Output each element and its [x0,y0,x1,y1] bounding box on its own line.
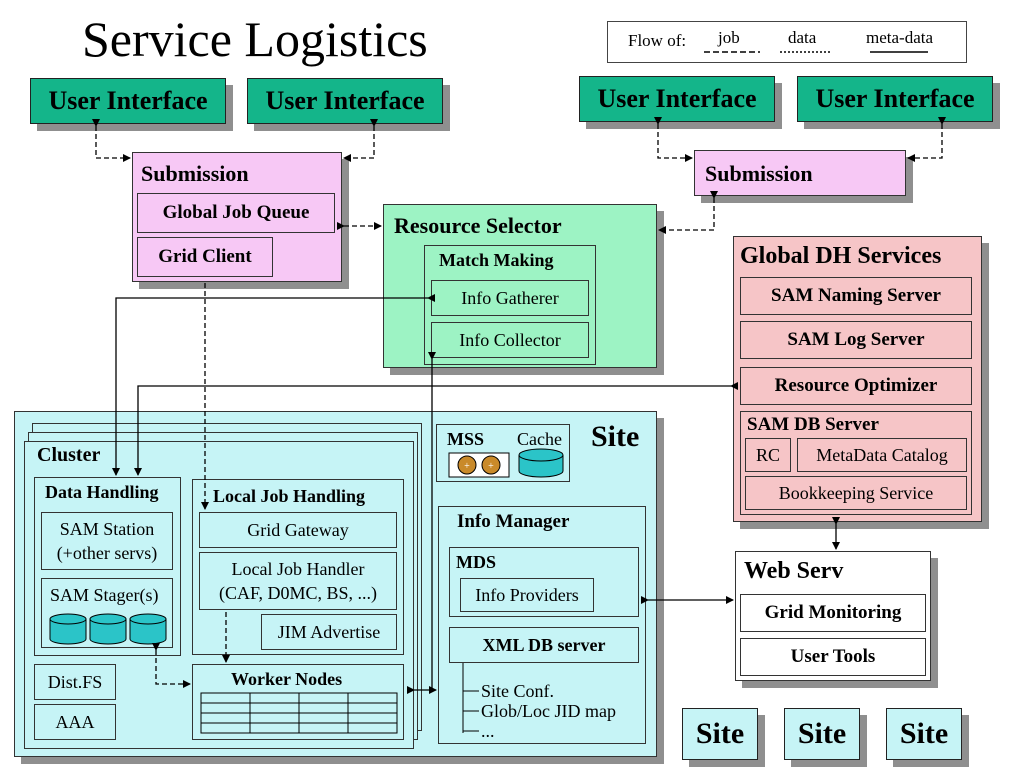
user-interface-2[interactable]: User Interface [247,78,443,124]
web-serv-title: Web Serv [744,558,844,584]
local-job-handler-line1: Local Job Handler [231,559,365,579]
local-job-handling: Local Job Handling Grid Gateway Local Jo… [192,479,404,655]
dist-fs[interactable]: Dist.FS [34,664,116,700]
info-gatherer[interactable]: Info Gatherer [431,280,589,316]
site-box-3[interactable]: Site [886,708,962,760]
legend-job: job [718,28,740,47]
resource-selector-title: Resource Selector [394,213,562,238]
site-box-2[interactable]: Site [784,708,860,760]
global-dh-services: Global DH Services SAM Naming Server SAM… [733,236,982,522]
submission-left: Submission Global Job Queue Grid Client [132,152,342,282]
local-job-handling-title: Local Job Handling [213,486,366,506]
global-dh-title: Global DH Services [740,243,942,269]
jim-advertise[interactable]: JIM Advertise [261,614,397,650]
data-handling: Data Handling SAM Station (+other servs)… [34,477,181,656]
stager-disks-icon [49,613,167,645]
xml-tree-lines [462,663,479,733]
sam-station[interactable]: SAM Station (+other servs) [41,512,173,570]
legend: Flow of: job data meta-data [607,21,967,63]
cache-disk-icon [518,448,564,478]
data-handling-title: Data Handling [45,482,159,502]
grid-monitoring[interactable]: Grid Monitoring [740,594,926,632]
cluster: Cluster [24,441,414,749]
user-interface-1[interactable]: User Interface [30,78,226,124]
legend-data: data [788,28,817,47]
submission-right: Submission [694,150,906,196]
info-providers[interactable]: Info Providers [460,578,594,612]
sam-station-line2: (+other servs) [56,543,158,563]
user-interface-3[interactable]: User Interface [579,76,775,122]
resource-optimizer[interactable]: Resource Optimizer [740,367,972,405]
resource-selector: Resource Selector Match Making Info Gath… [383,204,657,368]
sam-db-title: SAM DB Server [747,414,879,435]
sam-stager[interactable]: SAM Stager(s) [41,578,173,648]
mds-title: MDS [456,552,496,572]
local-job-handler-line2: (CAF, D0MC, BS, ...) [218,583,378,603]
page-title: Service Logistics [82,11,428,67]
site-box-1[interactable]: Site [682,708,758,760]
user-tools[interactable]: User Tools [740,638,926,676]
local-job-handler[interactable]: Local Job Handler (CAF, D0MC, BS, ...) [199,552,397,610]
xml-db-server[interactable]: XML DB server [449,627,639,663]
sam-db-server: SAM DB Server RC MetaData Catalog Bookke… [740,411,972,515]
sam-station-line1: SAM Station [59,519,155,539]
user-interface-4[interactable]: User Interface [797,76,993,122]
metadata-catalog[interactable]: MetaData Catalog [797,438,967,472]
info-manager-title: Info Manager [457,511,570,532]
jid-map: Glob/Loc JID map [481,701,616,721]
match-making: Match Making Info Gatherer Info Collecto… [424,245,596,365]
worker-nodes: Worker Nodes [192,664,404,740]
bookkeeping-service[interactable]: Bookkeeping Service [745,476,967,510]
aaa[interactable]: AAA [34,704,116,740]
match-making-title: Match Making [439,250,554,270]
info-collector[interactable]: Info Collector [431,322,589,358]
site-conf: Site Conf. [481,681,555,701]
info-manager: Info Manager MDS Info Providers XML DB s… [438,506,646,744]
submission-right-title: Submission [705,161,813,186]
grid-client[interactable]: Grid Client [137,237,273,277]
sam-naming-server[interactable]: SAM Naming Server [740,277,972,315]
legend-meta: meta-data [866,28,934,47]
cluster-title: Cluster [37,444,101,466]
grid-gateway[interactable]: Grid Gateway [199,512,397,548]
sam-stager-label: SAM Stager(s) [50,585,159,605]
site-title: Site [591,420,640,453]
submission-title: Submission [141,161,249,186]
mds: MDS Info Providers [449,547,639,617]
sam-log-server[interactable]: SAM Log Server [740,321,972,359]
worker-nodes-title: Worker Nodes [231,669,343,689]
global-job-queue[interactable]: Global Job Queue [137,193,335,233]
legend-prefix: Flow of: [628,31,687,50]
rc[interactable]: RC [745,438,791,472]
mss-cache: MSS Cache ++ [436,424,570,482]
worker-grid-icon [200,692,398,734]
web-serv: Web Serv Grid Monitoring User Tools [735,551,931,681]
list-ellipsis: ... [481,721,495,741]
